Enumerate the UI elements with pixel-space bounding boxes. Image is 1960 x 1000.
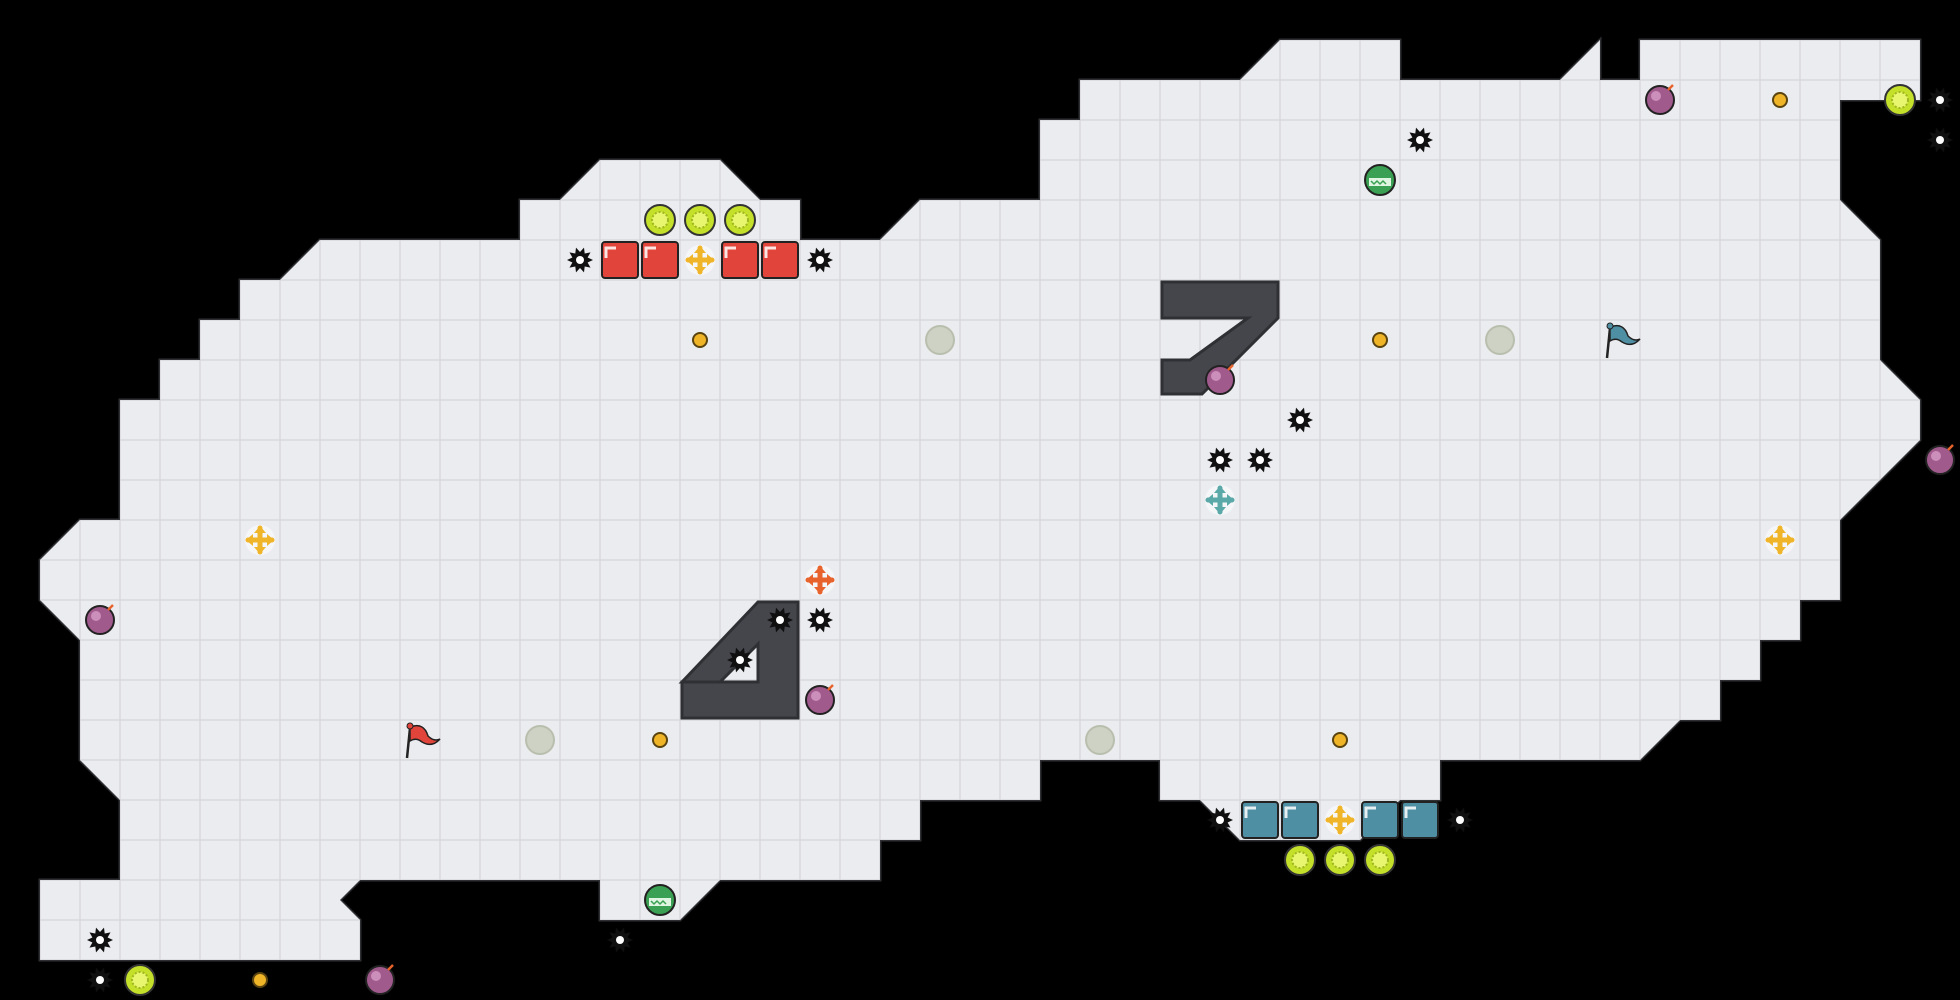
jukejuice-layer xyxy=(644,164,1396,916)
gold-coin-icon xyxy=(692,332,708,348)
blue-gate-tile xyxy=(1241,801,1279,839)
gold-coin-icon xyxy=(1372,332,1388,348)
portal-layer xyxy=(525,325,1515,755)
spike-icon xyxy=(807,247,833,273)
boost-pad-icon xyxy=(724,204,756,236)
jukejuice-icon xyxy=(1364,164,1396,196)
spike-icon xyxy=(607,927,633,953)
spike-icon xyxy=(1287,407,1313,433)
spike-icon xyxy=(1927,87,1953,113)
spike-icon xyxy=(807,607,833,633)
blue-gate-tile xyxy=(1361,801,1399,839)
bomb-icon xyxy=(805,684,835,715)
gold-coin-icon xyxy=(1332,732,1348,748)
boost-layer xyxy=(124,84,1916,996)
spike-icon xyxy=(87,927,113,953)
jukejuice-icon xyxy=(644,884,676,916)
spike-icon xyxy=(1207,807,1233,833)
gate-layer xyxy=(601,241,1439,839)
portal-tile xyxy=(925,325,955,355)
gold-coin-icon xyxy=(252,972,268,988)
bomb-icon xyxy=(1925,444,1955,475)
spike-icon xyxy=(87,967,113,993)
flag-layer xyxy=(405,322,1641,759)
boost-pad-icon xyxy=(1324,844,1356,876)
spike-icon xyxy=(767,607,793,633)
red-flag-icon xyxy=(405,722,441,759)
gold-coin-icon xyxy=(652,732,668,748)
boost-pad-icon xyxy=(1364,844,1396,876)
boost-pad-icon xyxy=(1284,844,1316,876)
spike-icon xyxy=(727,647,753,673)
spike-icon xyxy=(567,247,593,273)
red-gate-tile xyxy=(721,241,759,279)
powerup-layer xyxy=(245,245,1795,835)
bomb-icon xyxy=(365,964,395,995)
bomb-icon xyxy=(1205,364,1235,395)
blue-flag-icon xyxy=(1605,322,1641,359)
boost-pad-icon xyxy=(1884,84,1916,116)
gold-powerup-icon xyxy=(245,525,275,555)
portal-tile xyxy=(1485,325,1515,355)
blue-gate-tile xyxy=(1281,801,1319,839)
bomb-icon xyxy=(85,604,115,635)
boost-pad-icon xyxy=(684,204,716,236)
gold-powerup-icon xyxy=(1765,525,1795,555)
gold-powerup-icon xyxy=(685,245,715,275)
spike-icon xyxy=(1207,447,1233,473)
gold-coin-icon xyxy=(1772,92,1788,108)
teal-powerup-icon xyxy=(1205,485,1235,515)
spike-icon xyxy=(1247,447,1273,473)
map-floor xyxy=(40,40,1920,960)
spike-icon xyxy=(1407,127,1433,153)
gold-powerup-icon xyxy=(1325,805,1355,835)
red-gate-tile xyxy=(601,241,639,279)
spike-layer xyxy=(87,87,1953,993)
red-gate-tile xyxy=(641,241,679,279)
portal-tile xyxy=(1085,725,1115,755)
obstacle-upper-right xyxy=(1160,280,1280,396)
bomb-layer xyxy=(85,84,1955,995)
portal-tile xyxy=(525,725,555,755)
spike-icon xyxy=(1927,127,1953,153)
boost-pad-icon xyxy=(124,964,156,996)
red-gate-tile xyxy=(761,241,799,279)
blue-gate-tile xyxy=(1401,801,1439,839)
bomb-icon xyxy=(1645,84,1675,115)
coin-layer xyxy=(252,92,1788,988)
spike-icon xyxy=(1447,807,1473,833)
boost-pad-icon xyxy=(644,204,676,236)
orange-powerup-icon xyxy=(805,565,835,595)
